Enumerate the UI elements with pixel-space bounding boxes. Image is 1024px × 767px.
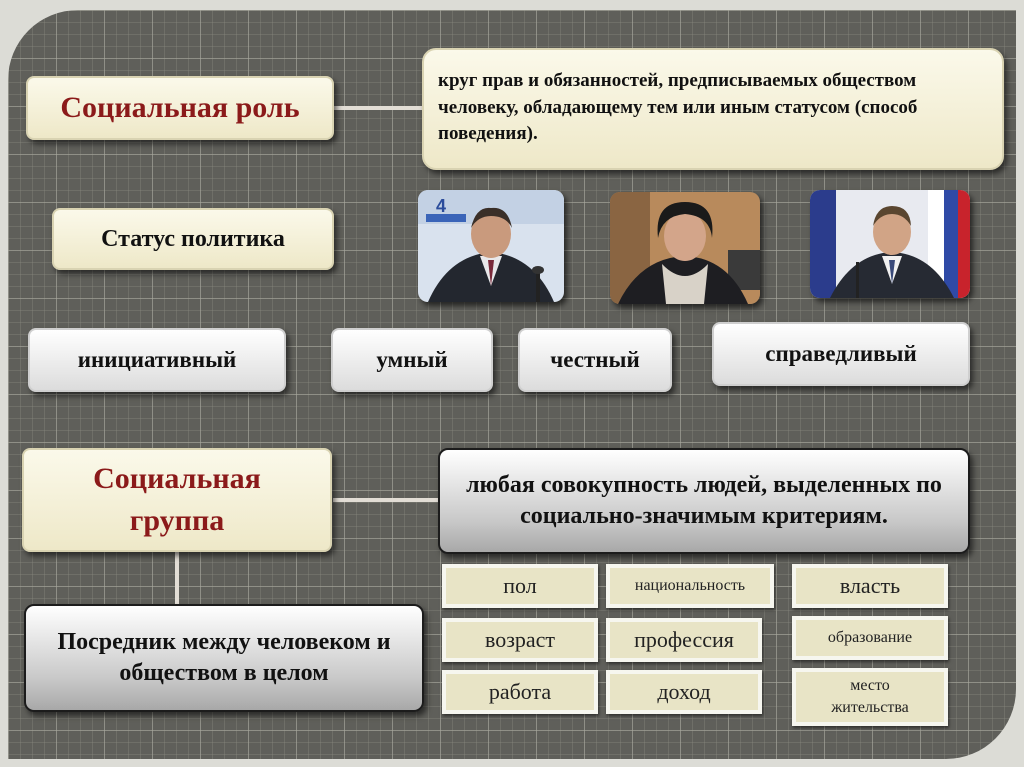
politician-photo-1: 4: [418, 190, 564, 302]
criterion-age: возраст: [442, 618, 598, 662]
criterion-work: работа: [442, 670, 598, 714]
quality-honest: честный: [518, 328, 672, 392]
social-group-title: Социальная группа: [22, 448, 332, 552]
quality-smart: умный: [331, 328, 493, 392]
criterion-nationality: национальность: [606, 564, 774, 608]
social-role-title: Социальная роль: [26, 76, 334, 140]
social-role-definition: круг прав и обязанностей, предписываемых…: [422, 48, 1004, 170]
connector-role: [333, 106, 425, 110]
criterion-power: власть: [792, 564, 948, 608]
photo-badge-text: 4: [436, 196, 446, 216]
quality-initiative: инициативный: [28, 328, 286, 392]
criterion-gender: пол: [442, 564, 598, 608]
social-group-mediator: Посредник между человеком и обществом в …: [24, 604, 424, 712]
politician-photo-2: [610, 192, 760, 304]
connector-mediator: [175, 552, 179, 606]
politician-status-label: Статус политика: [52, 208, 334, 270]
politician-photo-3: [810, 190, 970, 298]
quality-fair: справедливый: [712, 322, 970, 386]
social-group-definition: любая совокупность людей, выделенных по …: [438, 448, 970, 554]
criterion-residence: место жительства: [792, 668, 948, 726]
criterion-profession: профессия: [606, 618, 762, 662]
connector-group: [333, 498, 441, 502]
criterion-income: доход: [606, 670, 762, 714]
criterion-education: образование: [792, 616, 948, 660]
slide-background: Социальная роль круг прав и обязанностей…: [8, 10, 1016, 759]
